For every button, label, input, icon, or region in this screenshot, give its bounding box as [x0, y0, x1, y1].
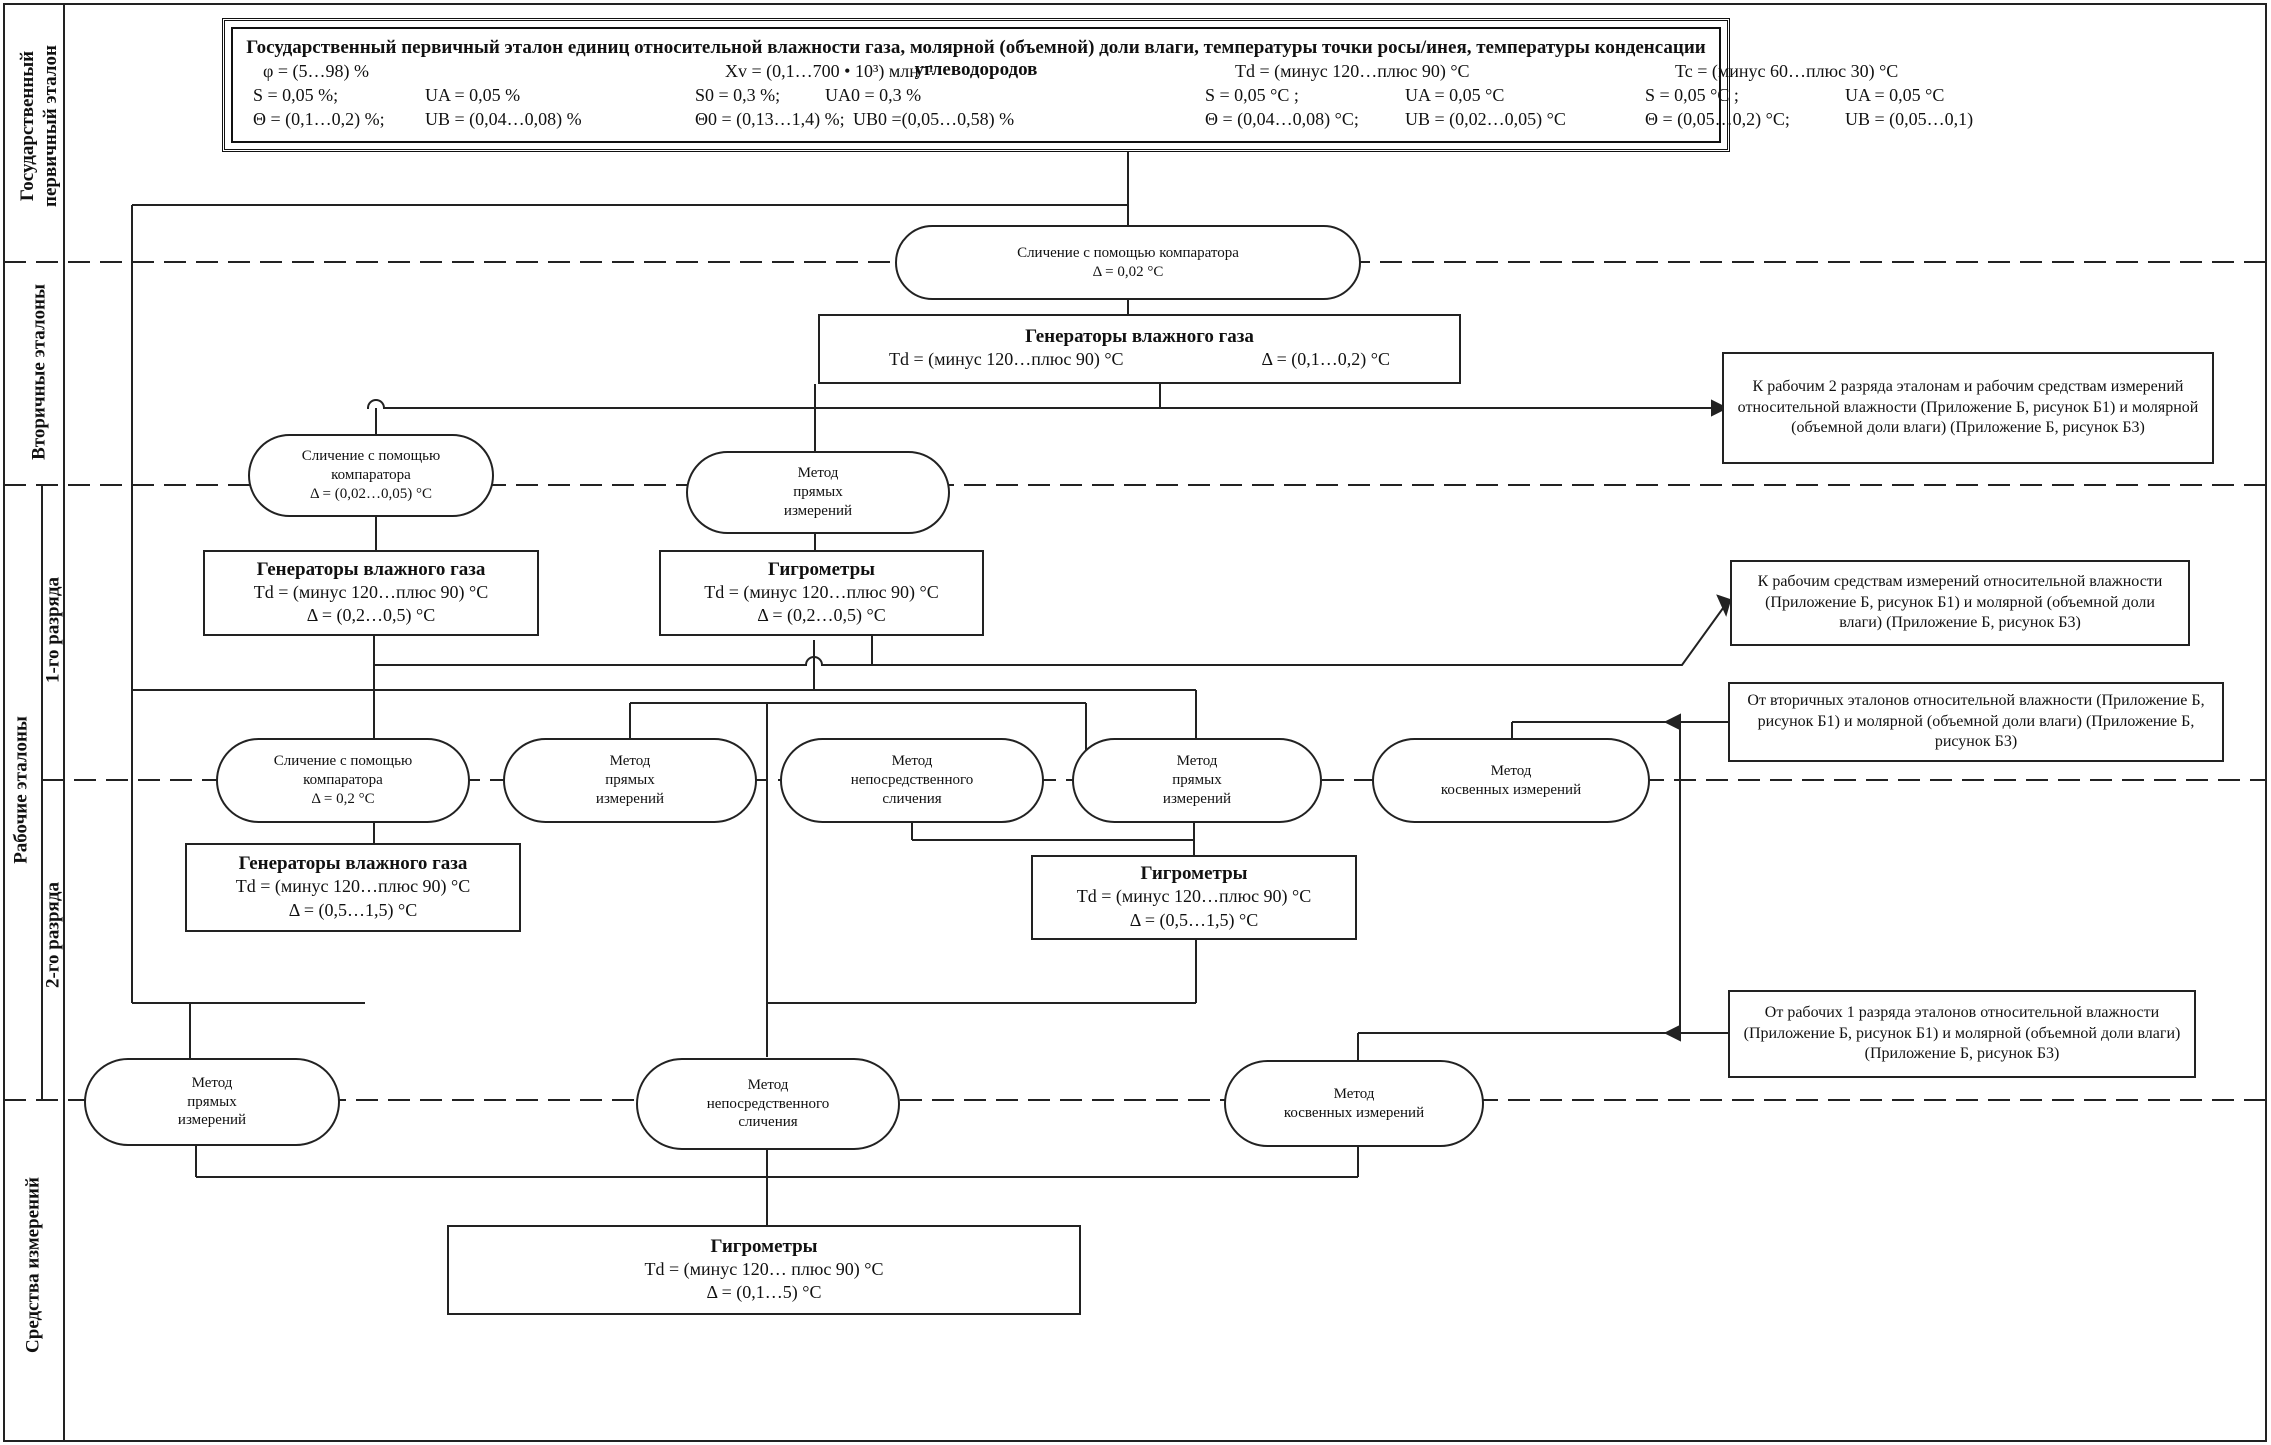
primary-col3-ub: UB = (0,02…0,05) °C [1405, 109, 1566, 129]
primary-col1-s: S = 0,05 %; [253, 85, 339, 105]
band-secondary-label: Вторичные эталоны [28, 284, 50, 460]
generators-2-delta: Δ = (0,5…1,5) °C [288, 899, 418, 920]
generators-2-title: Генераторы влажного газа [238, 853, 468, 875]
hygrometers-2-box: Гигрометры Td = (минус 120…плюс 90) °C Δ… [1031, 855, 1357, 940]
hygrometers-2-title: Гигрометры [1140, 863, 1248, 885]
note-to-working-2nd: К рабочим 2 разряда эталонам и рабочим с… [1722, 352, 2214, 464]
primary-col2-ub: UB0 =(0,05…0,58) % [853, 109, 1015, 129]
note-to-working-instruments: К рабочим средствам измерений относитель… [1730, 560, 2190, 646]
band-first-rank-label: 1-го разряда [42, 577, 64, 683]
generators-secondary-title: Генераторы влажного газа [1025, 326, 1254, 348]
primary-col4-range: Tc = (минус 60…плюс 30) °C [1675, 61, 1899, 81]
hygrometers-si-delta: Δ = (0,1…5) °C [706, 1282, 822, 1302]
hygrometers-1-box: Гигрометры Td = (минус 120…плюс 90) °C Δ… [659, 550, 984, 636]
primary-col2-ua: UA0 = 0,3 % [825, 85, 922, 105]
primary-col1-theta: Θ = (0,1…0,2) %; [253, 109, 385, 129]
primary-col3-s: S = 0,05 °C ; [1205, 85, 1299, 105]
generators-secondary-range: Td = (минус 120…плюс 90) °C [889, 349, 1124, 370]
hygrometers-si-title: Гигрометры [710, 1235, 818, 1257]
primary-col2-theta: Θ0 = (0,13…1,4) %; [695, 109, 845, 129]
primary-col4-theta: Θ = (0,05…0,2) °C; [1645, 109, 1790, 129]
primary-col1-range: φ = (5…98) % [263, 61, 370, 81]
primary-col4-ua: UA = 0,05 °C [1845, 85, 1945, 105]
hygrometers-si-box: Гигрометры Td = (минус 120… плюс 90) °C … [447, 1225, 1081, 1315]
hygrometers-2-delta: Δ = (0,5…1,5) °C [1129, 909, 1259, 930]
primary-col2-s: S0 = 0,3 %; [695, 85, 781, 105]
hygrometers-1-delta: Δ = (0,2…0,5) °C [757, 605, 886, 625]
generators-secondary-box: Генераторы влажного газа Td = (минус 120… [818, 314, 1461, 384]
generators-secondary-delta: Δ = (0,1…0,2) °C [1261, 349, 1390, 370]
generators-1-title: Генераторы влажного газа [256, 558, 486, 580]
primary-col4-ub: UB = (0,05…0,1) [1845, 109, 1974, 129]
band-second-rank-label: 2-го разряда [42, 882, 64, 988]
primary-col1-ub: UB = (0,04…0,08) % [425, 109, 582, 129]
band-state-label: Государственный первичный эталон [17, 45, 61, 207]
primary-col4-s: S = 0,05 °C ; [1645, 85, 1739, 105]
note-from-first-rank: От рабочих 1 разряда эталонов относитель… [1728, 990, 2196, 1078]
hygrometers-si-range: Td = (минус 120… плюс 90) °C [644, 1258, 884, 1279]
generators-1-box: Генераторы влажного газа Td = (минус 120… [203, 550, 539, 636]
primary-col3-range: Td = (минус 120…плюс 90) °C [1235, 61, 1470, 81]
generators-1-range: Td = (минус 120…плюс 90) °C [253, 581, 489, 602]
primary-col2-range: Xv = (0,1…700 • 10³) млн⁻¹ [725, 61, 934, 81]
hygrometers-2-range: Td = (минус 120…плюс 90) °C [1076, 886, 1312, 907]
hygrometers-1-title: Гигрометры [768, 558, 875, 580]
generators-2-range: Td = (минус 120…плюс 90) °C [235, 876, 471, 897]
hygrometers-1-range: Td = (минус 120…плюс 90) °C [704, 581, 939, 602]
band-instruments-label: Средства измерений [22, 1177, 44, 1353]
primary-col3-ua: UA = 0,05 °C [1405, 85, 1505, 105]
generators-2-box: Генераторы влажного газа Td = (минус 120… [185, 843, 521, 932]
note-from-secondary: От вторичных эталонов относительной влаж… [1728, 682, 2224, 762]
primary-col3-theta: Θ = (0,04…0,08) °C; [1205, 109, 1359, 129]
primary-col1-ua: UA = 0,05 % [425, 85, 521, 105]
primary-standard-title: Государственный первичный эталон единиц … [246, 37, 1706, 80]
band-working-label: Рабочие эталоны [10, 716, 32, 864]
generators-1-delta: Δ = (0,2…0,5) °C [306, 605, 436, 625]
primary-standard-box: Государственный первичный эталон единиц … [222, 18, 1973, 152]
